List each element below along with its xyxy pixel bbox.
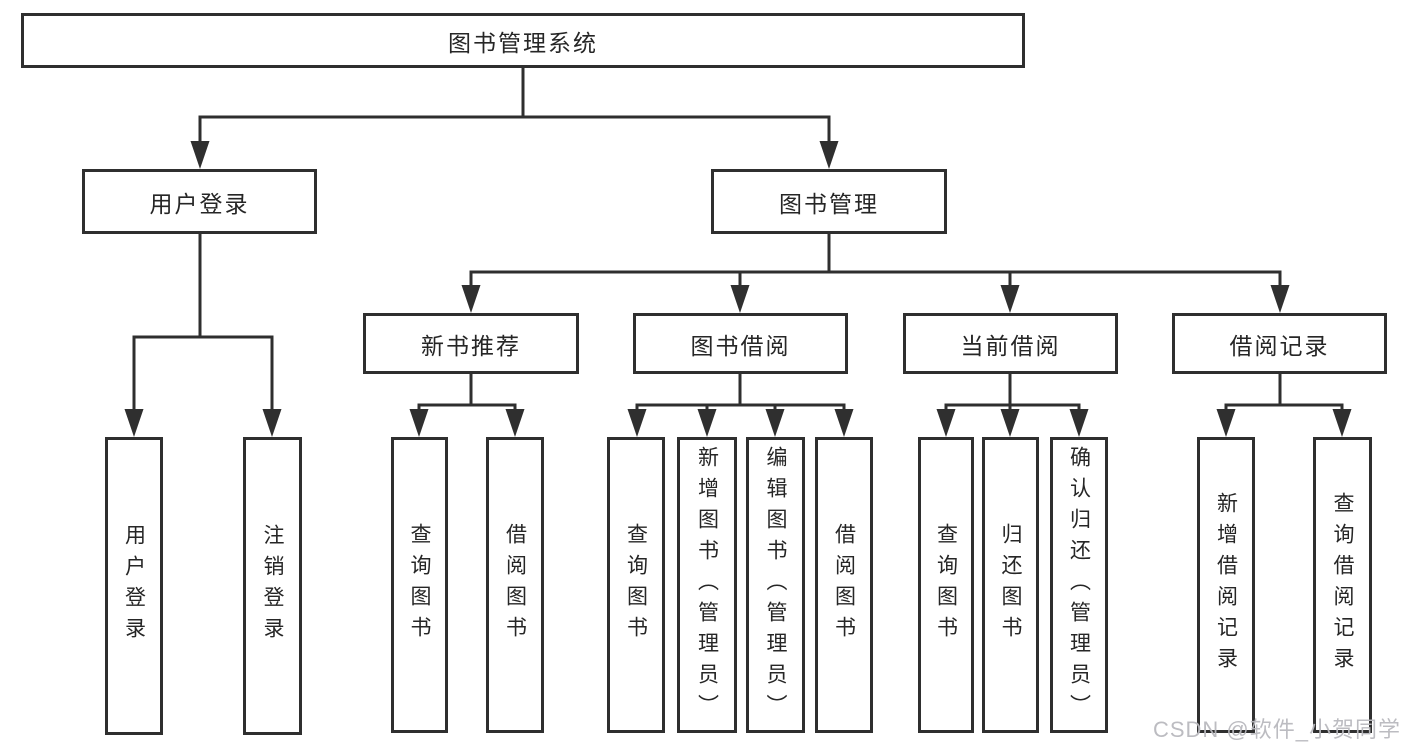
node-label: 图书借阅 (690, 332, 791, 359)
leaf-confirm-return-admin: 确认归还（管理员） (1050, 437, 1108, 733)
leaf-label: 归还图书 (999, 523, 1022, 647)
node-label: 新书推荐 (421, 332, 521, 359)
node-current-borrow: 当前借阅 (903, 313, 1118, 374)
node-label: 图书管理 (779, 190, 879, 217)
leaf-query-books-borrow: 查询图书 (607, 437, 665, 733)
leaf-label: 借阅图书 (832, 523, 856, 647)
leaf-query-books-newbook: 查询图书 (391, 437, 448, 733)
node-new-book-recommend: 新书推荐 (363, 313, 579, 374)
leaf-label: 新增图书（管理员） (695, 445, 719, 725)
node-borrow-records: 借阅记录 (1172, 313, 1387, 374)
leaf-borrow-books-2: 借阅图书 (815, 437, 873, 733)
node-label: 图书管理系统 (448, 29, 598, 56)
node-book-borrow: 图书借阅 (633, 313, 848, 374)
leaf-query-borrow-record: 查询借阅记录 (1313, 437, 1372, 733)
leaf-label: 用户登录 (122, 524, 146, 648)
leaf-label: 编辑图书（管理员） (764, 445, 787, 725)
leaf-add-book-admin: 新增图书（管理员） (677, 437, 737, 733)
node-library-management-system: 图书管理系统 (21, 13, 1025, 68)
node-label: 借阅记录 (1229, 332, 1330, 359)
leaf-borrow-books-newbook: 借阅图书 (486, 437, 544, 733)
leaf-label: 借阅图书 (503, 523, 527, 647)
leaf-label: 查询图书 (934, 523, 958, 647)
leaf-return-books: 归还图书 (982, 437, 1039, 733)
leaf-label: 确认归还（管理员） (1067, 445, 1091, 725)
node-book-management-branch: 图书管理 (711, 169, 947, 234)
leaf-logout: 注销登录 (243, 437, 302, 735)
leaf-edit-book-admin: 编辑图书（管理员） (746, 437, 805, 733)
connector-arrowheads (124, 141, 1352, 437)
leaf-query-books-current: 查询图书 (918, 437, 974, 733)
leaf-add-borrow-record: 新增借阅记录 (1197, 437, 1255, 733)
leaf-label: 新增借阅记录 (1214, 492, 1238, 678)
connector-lines (132, 65, 1344, 415)
node-user-login-branch: 用户登录 (82, 169, 317, 234)
leaf-user-login: 用户登录 (105, 437, 163, 735)
leaf-label: 注销登录 (261, 524, 284, 648)
node-label: 当前借阅 (960, 332, 1061, 359)
leaf-label: 查询图书 (408, 523, 431, 647)
leaf-label: 查询图书 (624, 523, 648, 647)
csdn-watermark: CSDN @软件_小贺同学 (1152, 717, 1401, 742)
leaf-label: 查询借阅记录 (1331, 492, 1354, 678)
node-label: 用户登录 (149, 190, 250, 217)
